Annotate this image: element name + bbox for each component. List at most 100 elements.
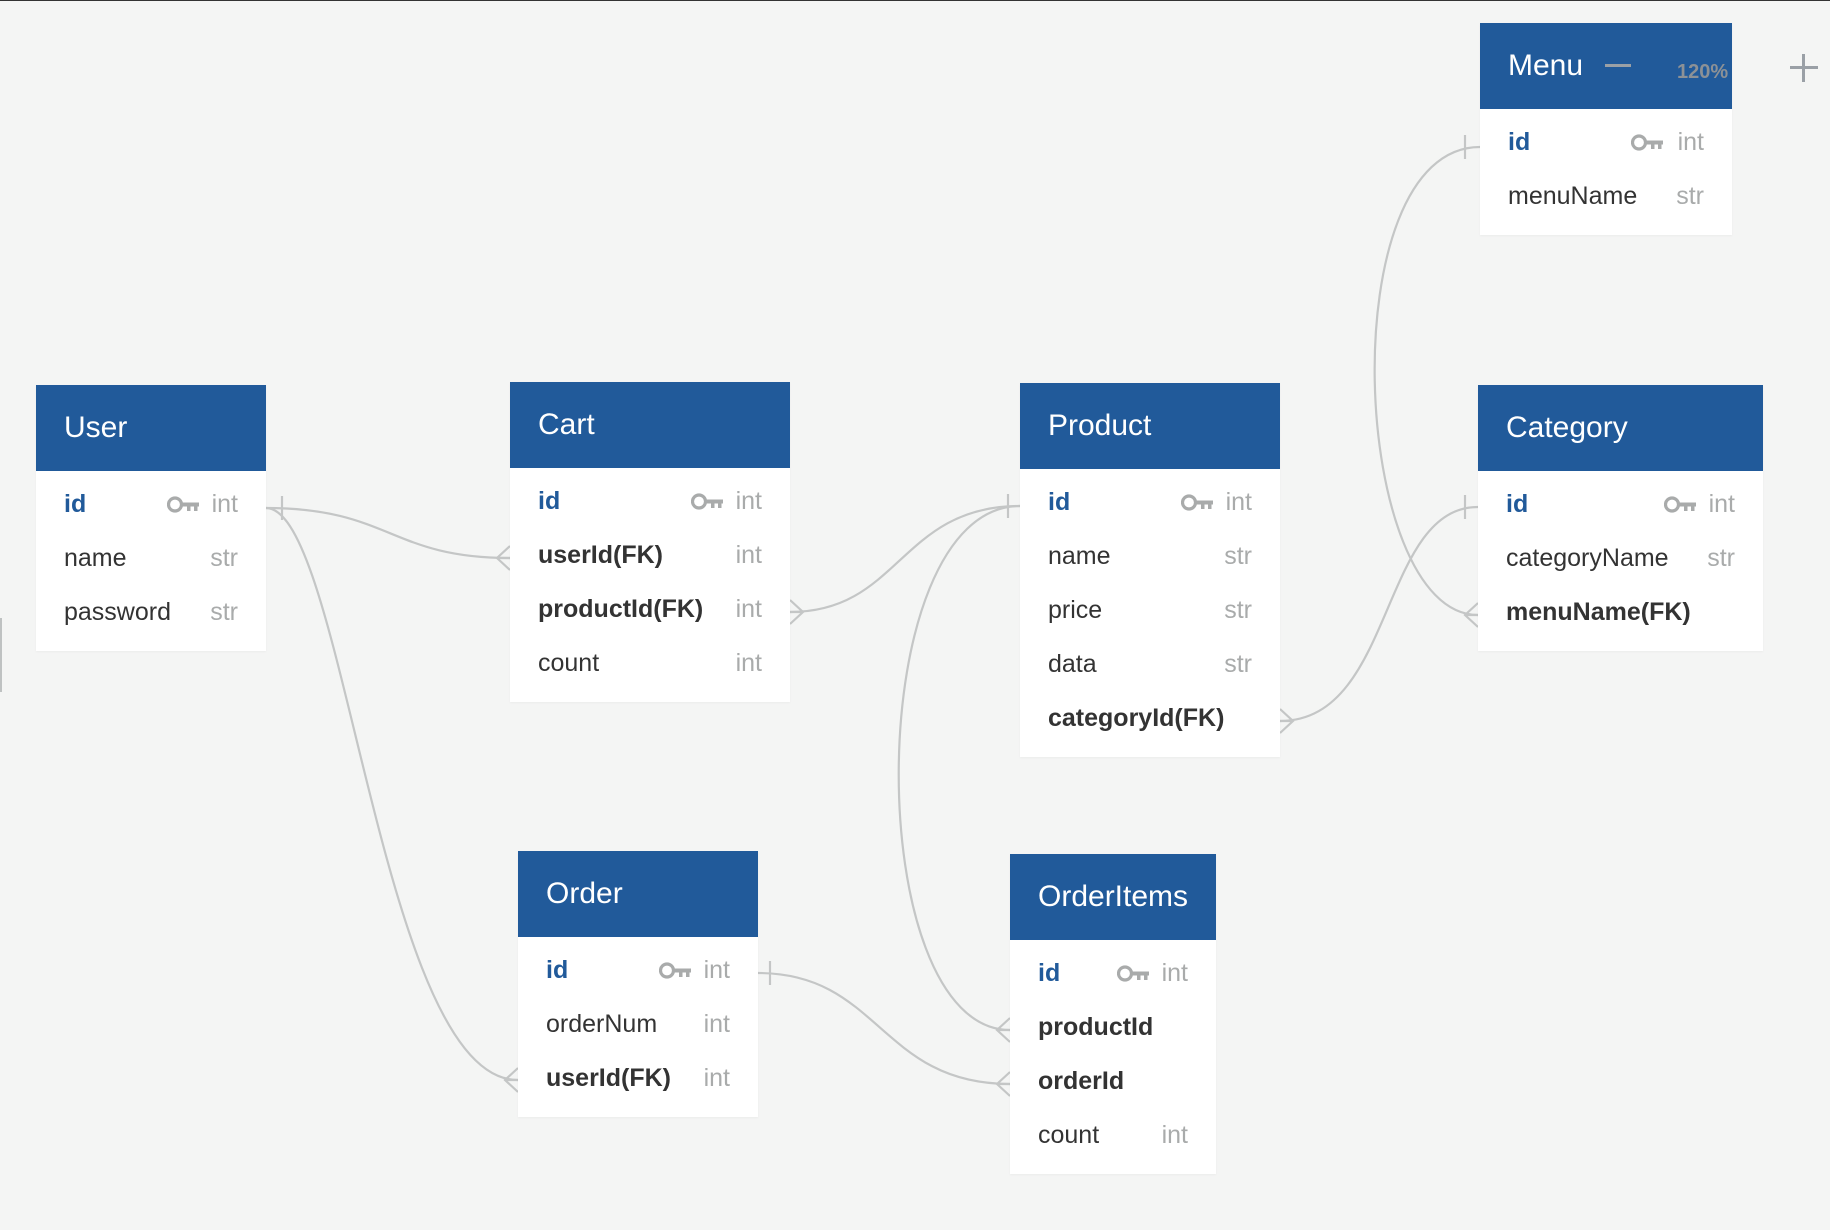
field-row[interactable]: userId(FK) int [510, 528, 790, 582]
field-type: int [735, 541, 762, 569]
marker-many [1463, 602, 1479, 628]
table-title: Category [1506, 411, 1628, 444]
field-row[interactable]: id int [1020, 475, 1280, 529]
field-row[interactable]: id int [518, 943, 758, 997]
field-row[interactable]: orderId [1010, 1054, 1216, 1108]
field-row[interactable]: name str [1020, 529, 1280, 583]
table-header[interactable]: OrderItems [1010, 854, 1216, 940]
marker-many [495, 545, 511, 571]
table-title: Cart [538, 408, 595, 441]
top-border [0, 0, 1830, 1]
link-user-cart [265, 506, 511, 560]
primary-key-icon [1664, 496, 1696, 513]
marker-many [995, 1017, 1011, 1043]
marker-many [1279, 708, 1295, 734]
table-user[interactable]: User id int name str password str [36, 385, 266, 651]
table-header[interactable]: Menu 120% [1480, 23, 1732, 109]
table-header[interactable]: Order [518, 851, 758, 937]
field-row[interactable]: id int [36, 477, 266, 531]
link-order-orderitems [757, 971, 1011, 1086]
zoom-out-icon[interactable] [1605, 64, 1631, 67]
field-type: str [210, 598, 238, 626]
primary-key-icon [691, 493, 723, 510]
field-row[interactable]: id int [510, 474, 790, 528]
marker-many [503, 1067, 519, 1093]
table-title: Product [1048, 409, 1152, 442]
field-row[interactable]: categoryName str [1478, 531, 1763, 585]
table-title: User [64, 411, 128, 444]
field-name: id [64, 490, 87, 518]
field-row[interactable]: userId(FK) int [518, 1051, 758, 1105]
table-category[interactable]: Category id int categoryName str menuNam… [1478, 385, 1763, 651]
field-row[interactable]: name str [36, 531, 266, 585]
marker-many [789, 599, 805, 625]
field-type: str [1224, 596, 1252, 624]
field-name: productId [1038, 1013, 1154, 1041]
field-row[interactable]: id int [1480, 115, 1732, 169]
table-header[interactable]: Category [1478, 385, 1763, 471]
field-type: int [1677, 128, 1704, 156]
field-row[interactable]: price str [1020, 583, 1280, 637]
field-type: str [210, 544, 238, 572]
field-row[interactable]: data str [1020, 637, 1280, 691]
field-type: int [1161, 959, 1188, 987]
field-row[interactable]: id int [1010, 946, 1216, 1000]
field-row[interactable]: orderNum int [518, 997, 758, 1051]
field-type: int [211, 490, 238, 518]
field-type: int [735, 649, 762, 677]
table-menu[interactable]: Menu 120% id int menuName str [1480, 23, 1732, 235]
field-row[interactable]: menuName str [1480, 169, 1732, 223]
field-name: orderNum [546, 1010, 658, 1038]
table-header[interactable]: User [36, 385, 266, 471]
field-row[interactable]: productId(FK) int [510, 582, 790, 636]
field-name: userId(FK) [538, 541, 663, 569]
field-name: orderId [1038, 1067, 1125, 1095]
field-type: str [1224, 542, 1252, 570]
link-product-orderitems [897, 504, 1021, 1032]
field-type: int [703, 1064, 730, 1092]
link-product-category [1279, 505, 1479, 723]
field-name: id [546, 956, 569, 984]
table-product[interactable]: Product id int name str price str data s… [1020, 383, 1280, 757]
link-cart-product [789, 504, 1021, 614]
field-row[interactable]: password str [36, 585, 266, 639]
primary-key-icon [659, 962, 691, 979]
field-type: str [1676, 182, 1704, 210]
field-name: userId(FK) [546, 1064, 671, 1092]
field-name: count [1038, 1121, 1100, 1149]
table-orderitems[interactable]: OrderItems id int productId orderId coun… [1010, 854, 1216, 1174]
field-name: name [1048, 542, 1111, 570]
field-row[interactable]: menuName(FK) [1478, 585, 1763, 639]
table-header[interactable]: Cart [510, 382, 790, 468]
field-row[interactable]: count int [1010, 1108, 1216, 1162]
field-type: str [1224, 650, 1252, 678]
field-name: id [1508, 128, 1531, 156]
field-type: int [1225, 488, 1252, 516]
field-row[interactable]: id int [1478, 477, 1763, 531]
field-name: price [1048, 596, 1103, 624]
field-name: id [538, 487, 561, 515]
table-header[interactable]: Product [1020, 383, 1280, 469]
table-cart[interactable]: Cart id int userId(FK) int productId(FK)… [510, 382, 790, 702]
field-row[interactable]: categoryId(FK) [1020, 691, 1280, 745]
field-type: int [1161, 1121, 1188, 1149]
field-name: categoryName [1506, 544, 1669, 572]
table-title: Menu [1508, 49, 1584, 82]
field-row[interactable]: count int [510, 636, 790, 690]
field-name: categoryId(FK) [1048, 704, 1225, 732]
table-order[interactable]: Order id int orderNum int userId(FK) int [518, 851, 758, 1117]
field-type: int [703, 1010, 730, 1038]
table-title: Order [546, 877, 623, 910]
field-name: menuName [1508, 182, 1638, 210]
primary-key-icon [1181, 494, 1213, 511]
zoom-in-icon[interactable] [1790, 54, 1818, 82]
primary-key-icon [167, 496, 199, 513]
field-type: int [703, 956, 730, 984]
field-name: data [1048, 650, 1097, 678]
field-type: int [1708, 490, 1735, 518]
field-row[interactable]: productId [1010, 1000, 1216, 1054]
primary-key-icon [1631, 134, 1663, 151]
field-name: id [1506, 490, 1529, 518]
field-name: productId(FK) [538, 595, 704, 623]
